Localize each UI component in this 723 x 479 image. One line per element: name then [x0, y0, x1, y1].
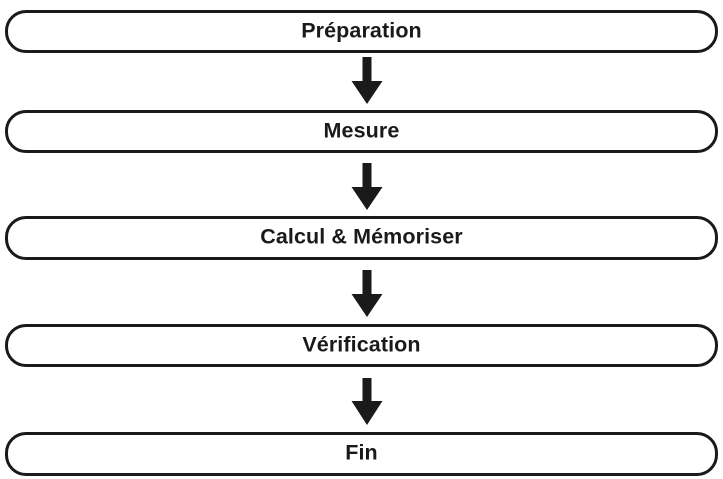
flow-node-label: Préparation	[301, 18, 422, 43]
down-arrow-icon	[351, 163, 383, 210]
flow-node-label: Vérification	[302, 332, 421, 357]
down-arrow-icon	[351, 378, 383, 425]
flow-node-mesure: Mesure	[5, 110, 718, 153]
flow-node-calcul-memoriser: Calcul & Mémoriser	[5, 216, 718, 260]
flow-node-preparation: Préparation	[5, 10, 718, 53]
flow-node-label: Fin	[345, 440, 378, 465]
flow-node-verification: Vérification	[5, 324, 718, 367]
flow-node-label: Calcul & Mémoriser	[260, 224, 463, 249]
down-arrow-icon	[351, 270, 383, 317]
flow-node-label: Mesure	[323, 118, 400, 143]
down-arrow-icon	[351, 57, 383, 104]
flow-node-fin: Fin	[5, 432, 718, 476]
